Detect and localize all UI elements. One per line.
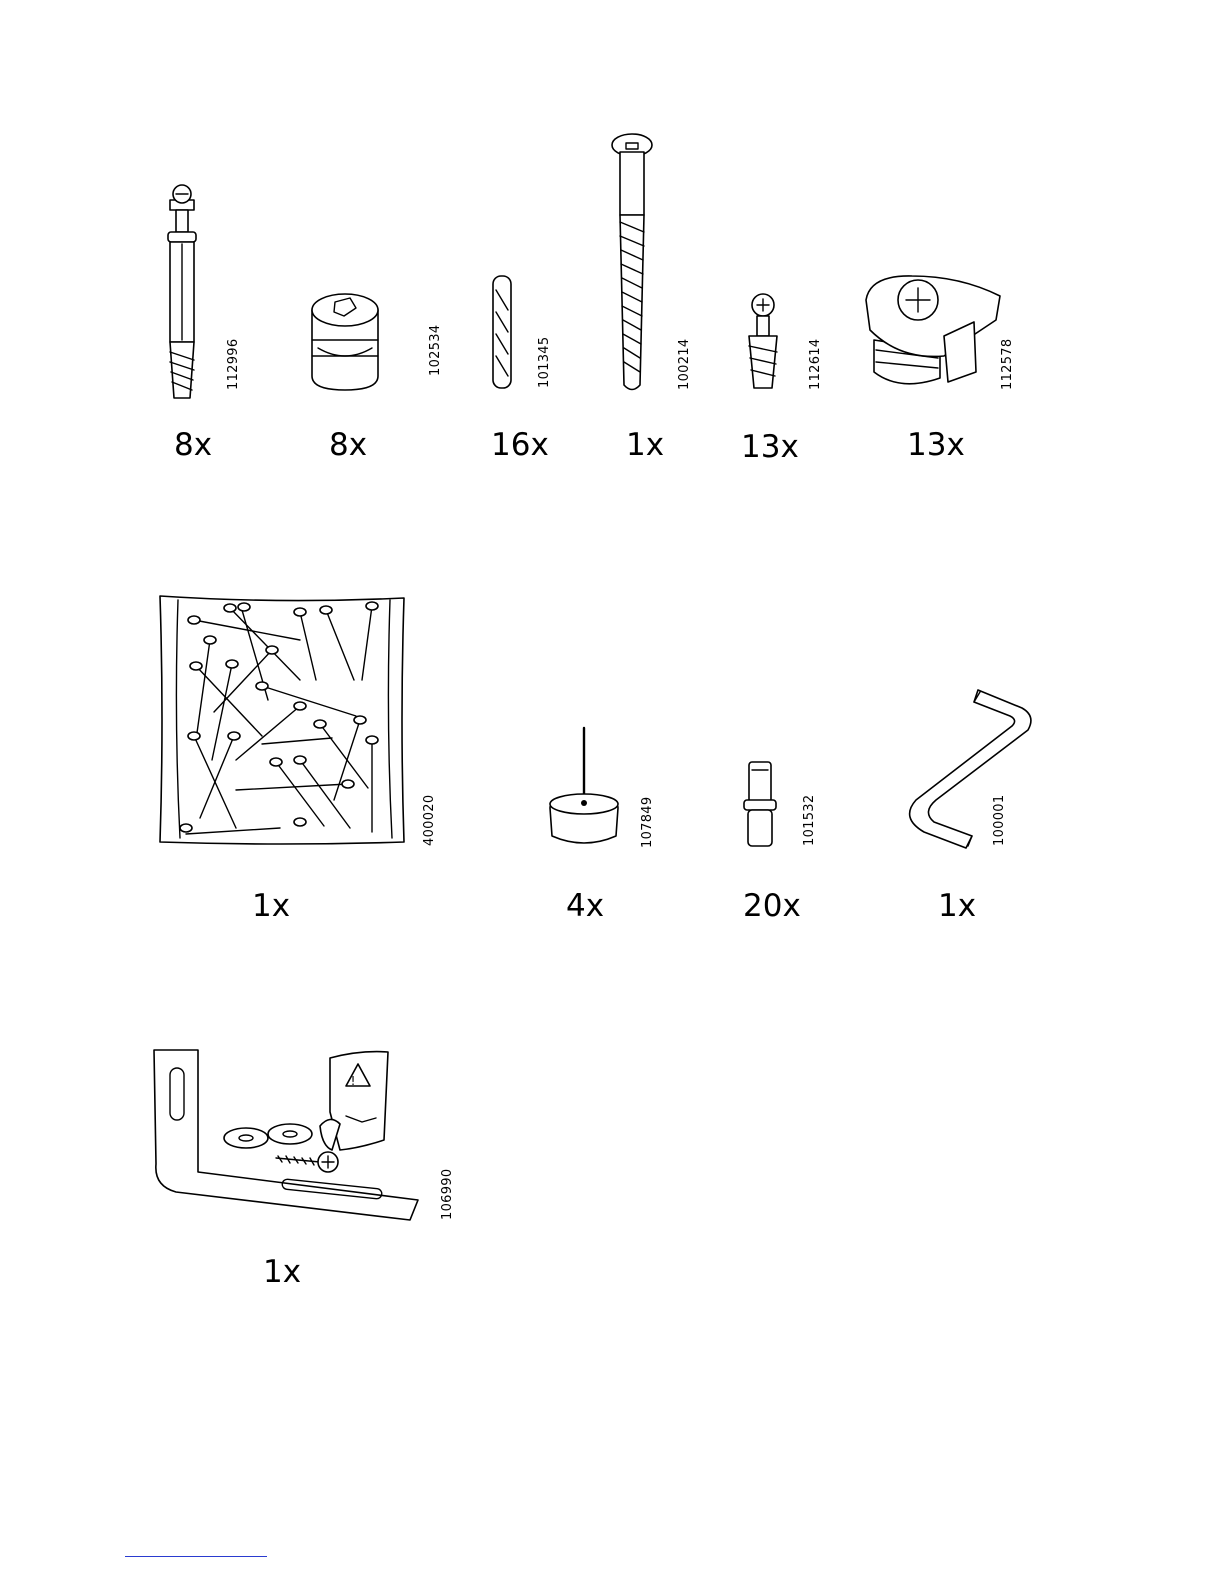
part-quantity: 1x [263,1254,301,1290]
footer-link-underline [125,1556,267,1557]
svg-text:!: ! [351,1074,356,1088]
part-code: 106990 [440,1169,455,1220]
